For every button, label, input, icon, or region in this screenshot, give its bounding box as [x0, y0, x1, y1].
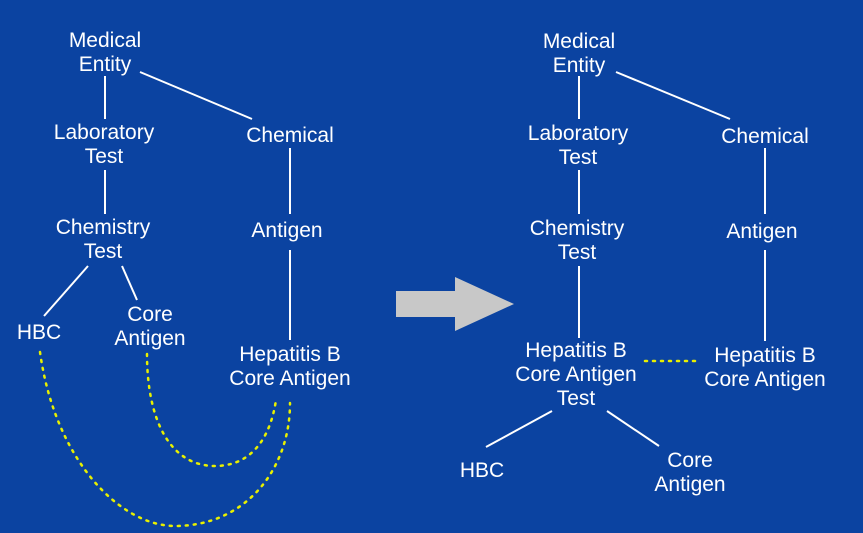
- node-label-line: Hepatitis B: [714, 344, 816, 367]
- link-hepbtest-core-right: [606, 410, 660, 447]
- node-hbc-right: HBC: [460, 459, 504, 483]
- node-label-line: Core Antigen: [229, 367, 351, 390]
- link-medical-chemical-left: [139, 71, 253, 120]
- node-laboratory-test-left: Laboratory Test: [54, 121, 154, 169]
- node-label-line: Test: [84, 145, 124, 168]
- node-label-line: Entity: [552, 54, 606, 77]
- dotted-link-hbc-hepb: [38, 350, 292, 528]
- node-chemistry-test-left: Chemistry Test: [56, 216, 151, 264]
- link-hepbtest-hbc-right: [485, 410, 553, 448]
- node-label-line: Chemical: [721, 125, 809, 148]
- node-label-line: Core: [127, 303, 173, 326]
- node-label-line: Test: [556, 387, 596, 410]
- node-medical-entity-left: Medical Entity: [69, 29, 141, 77]
- link-chemistry-hbc-left: [43, 265, 89, 317]
- node-label-line: Chemical: [246, 124, 334, 147]
- node-label-line: Hepatitis B: [525, 339, 627, 362]
- node-label-line: Core Antigen: [515, 363, 637, 386]
- node-label-line: Laboratory: [53, 121, 155, 144]
- link-chemistry-core-left: [121, 265, 138, 301]
- node-label-line: Medical: [68, 29, 142, 52]
- node-label-line: Core Antigen: [704, 368, 826, 391]
- node-label-line: Core: [667, 449, 713, 472]
- node-label-line: HBC: [16, 321, 62, 344]
- node-hep-b-core-antigen-right: Hepatitis B Core Antigen: [704, 344, 825, 392]
- node-label-line: Hepatitis B: [239, 343, 341, 366]
- node-chemical-right: Chemical: [721, 125, 809, 149]
- node-label-line: Entity: [78, 53, 132, 76]
- node-antigen-left: Antigen: [251, 219, 322, 243]
- link-medical-chemical-right: [615, 71, 731, 120]
- node-label-line: Laboratory: [527, 122, 629, 145]
- node-core-antigen-left: Core Antigen: [114, 303, 185, 351]
- node-laboratory-test-right: Laboratory Test: [528, 122, 628, 170]
- node-label-line: Antigen: [654, 473, 726, 496]
- node-chemistry-test-right: Chemistry Test: [530, 217, 625, 265]
- node-core-antigen-right: Core Antigen: [654, 449, 725, 497]
- node-label-line: Antigen: [251, 219, 323, 242]
- node-label-line: Test: [558, 146, 598, 169]
- node-label-line: Test: [557, 241, 597, 264]
- dotted-link-core-hepb: [145, 352, 278, 468]
- node-chemical-left: Chemical: [246, 124, 334, 148]
- node-hep-b-core-antigen-test-right: Hepatitis B Core Antigen Test: [515, 339, 636, 411]
- node-hep-b-core-antigen-left: Hepatitis B Core Antigen: [229, 343, 350, 391]
- node-label-line: Test: [83, 240, 123, 263]
- node-hbc-left: HBC: [17, 321, 61, 345]
- right-arrow-icon: [396, 277, 514, 331]
- node-antigen-right: Antigen: [726, 220, 797, 244]
- node-label-line: Antigen: [114, 327, 186, 350]
- node-label-line: Chemistry: [529, 217, 625, 240]
- node-label-line: Antigen: [726, 220, 798, 243]
- node-label-line: Medical: [542, 30, 616, 53]
- node-medical-entity-right: Medical Entity: [543, 30, 615, 78]
- node-label-line: Chemistry: [55, 216, 151, 239]
- node-label-line: HBC: [459, 459, 505, 482]
